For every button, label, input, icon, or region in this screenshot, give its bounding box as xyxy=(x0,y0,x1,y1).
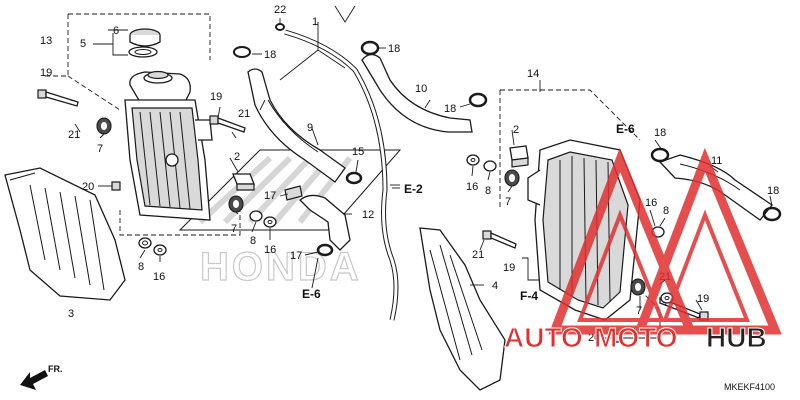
callout-5: 5 xyxy=(80,38,86,50)
callout-3: 3 xyxy=(68,308,74,320)
washer-16-left xyxy=(153,244,167,256)
callout-7-a: 7 xyxy=(97,143,103,155)
callout-19-c: 19 xyxy=(503,262,515,274)
callout-8-a: 8 xyxy=(138,261,144,273)
callout-18-d: 18 xyxy=(654,127,666,139)
callout-18-c: 18 xyxy=(444,103,456,115)
callout-21-c: 21 xyxy=(472,249,484,261)
hose-12 xyxy=(299,194,351,251)
diagram-code: MKEKF4100 xyxy=(724,382,775,392)
watermark-logo xyxy=(548,147,782,335)
collar-8-left xyxy=(138,237,152,249)
bolt-19-right-upper xyxy=(482,230,517,249)
cushion-2-left xyxy=(232,173,255,191)
ref-f4: F-4 xyxy=(520,289,538,303)
hose-10 xyxy=(361,53,473,133)
callout-1: 1 xyxy=(312,16,318,28)
callout-21-a: 21 xyxy=(68,129,80,141)
ref-e6-left: E-6 xyxy=(302,287,321,301)
callout-11: 11 xyxy=(711,155,722,167)
callout-19-d: 19 xyxy=(697,293,709,305)
grommet-7-left-top xyxy=(96,117,112,135)
honda-brand-text: HONDA xyxy=(200,245,362,289)
ref-e2: E-2 xyxy=(404,182,423,196)
callout-16-d: 16 xyxy=(645,197,657,209)
callout-20-b: 20 xyxy=(588,332,600,344)
callout-15: 15 xyxy=(352,146,364,158)
callout-8-d: 8 xyxy=(663,205,669,217)
watermark-text: AUTO MOTO HUB xyxy=(504,322,768,354)
callout-21-b: 21 xyxy=(238,108,250,120)
callout-7-c: 7 xyxy=(505,196,511,208)
callout-19-a: 19 xyxy=(40,67,52,79)
callout-17-a: 17 xyxy=(264,190,276,202)
leader-lines xyxy=(69,18,773,339)
right-assembly-box xyxy=(500,89,641,141)
callout-22: 22 xyxy=(274,4,286,16)
callout-17-b: 17 xyxy=(290,250,302,262)
clamp-18-e xyxy=(762,206,782,222)
bolt-19-center xyxy=(209,115,246,133)
callout-7-b: 7 xyxy=(231,223,237,235)
watermark-text-3: HUB xyxy=(706,322,767,353)
callout-18-a: 18 xyxy=(264,49,276,61)
ref-e6-right: E-6 xyxy=(616,122,635,136)
clamp-18-a xyxy=(233,46,251,58)
left-radiator xyxy=(124,99,213,221)
callout-12: 12 xyxy=(362,209,374,221)
clamp-17-lower xyxy=(316,243,334,257)
clamp-15 xyxy=(345,171,363,185)
clamp-18-b xyxy=(360,40,380,56)
clamp-18-d xyxy=(650,147,670,163)
left-radiator-shroud xyxy=(4,167,126,301)
callout-16-a: 16 xyxy=(153,271,165,283)
cap-seal xyxy=(128,46,158,58)
clip-20-left xyxy=(111,181,121,191)
front-label: FR. xyxy=(48,364,63,374)
hose-17 xyxy=(284,185,303,201)
cushion-2-right xyxy=(509,145,529,168)
callout-6: 6 xyxy=(113,25,119,37)
callout-2-right: 2 xyxy=(513,124,519,136)
callout-numbers: 1 2 2 3 4 5 6 7 7 7 7 8 8 8 8 9 10 11 12… xyxy=(40,4,779,344)
washer-16-right-top xyxy=(466,154,480,166)
callout-18-e: 18 xyxy=(767,185,779,197)
grommet-7-left-bottom xyxy=(228,195,244,213)
watermark-text-1: AUTO xyxy=(504,322,583,353)
callout-20-a: 20 xyxy=(82,181,94,193)
front-arrow xyxy=(20,370,48,390)
callout-7-d: 7 xyxy=(636,305,642,317)
callout-8-c: 8 xyxy=(485,185,491,197)
callout-13: 13 xyxy=(40,35,52,47)
bolt-19-left xyxy=(37,89,79,107)
right-radiator-shroud xyxy=(419,227,506,391)
collar-8-center xyxy=(249,210,263,222)
callout-16-c: 16 xyxy=(466,181,478,193)
radiator-cap xyxy=(129,28,161,47)
callout-9: 9 xyxy=(307,122,313,134)
callout-2-left: 2 xyxy=(234,151,240,163)
callout-4: 4 xyxy=(492,280,498,292)
grommet-7-right-bottom xyxy=(630,278,646,296)
clip-22 xyxy=(275,23,285,31)
callout-16-b: 16 xyxy=(264,244,276,256)
callout-8-b: 8 xyxy=(250,235,256,247)
callout-18-b: 18 xyxy=(388,43,400,55)
left-assembly-box xyxy=(45,14,69,77)
callout-19-b: 19 xyxy=(210,91,222,103)
callout-10: 10 xyxy=(415,83,427,95)
callout-14: 14 xyxy=(527,68,539,80)
left-reservoir-tank xyxy=(129,70,191,103)
clamp-18-c xyxy=(468,92,488,108)
grommet-7-right-top xyxy=(504,169,520,187)
watermark-text-2: MOTO xyxy=(594,322,677,353)
collar-8-right-top xyxy=(483,160,497,172)
washer-16-center xyxy=(263,216,277,228)
hose-9 xyxy=(247,68,346,183)
